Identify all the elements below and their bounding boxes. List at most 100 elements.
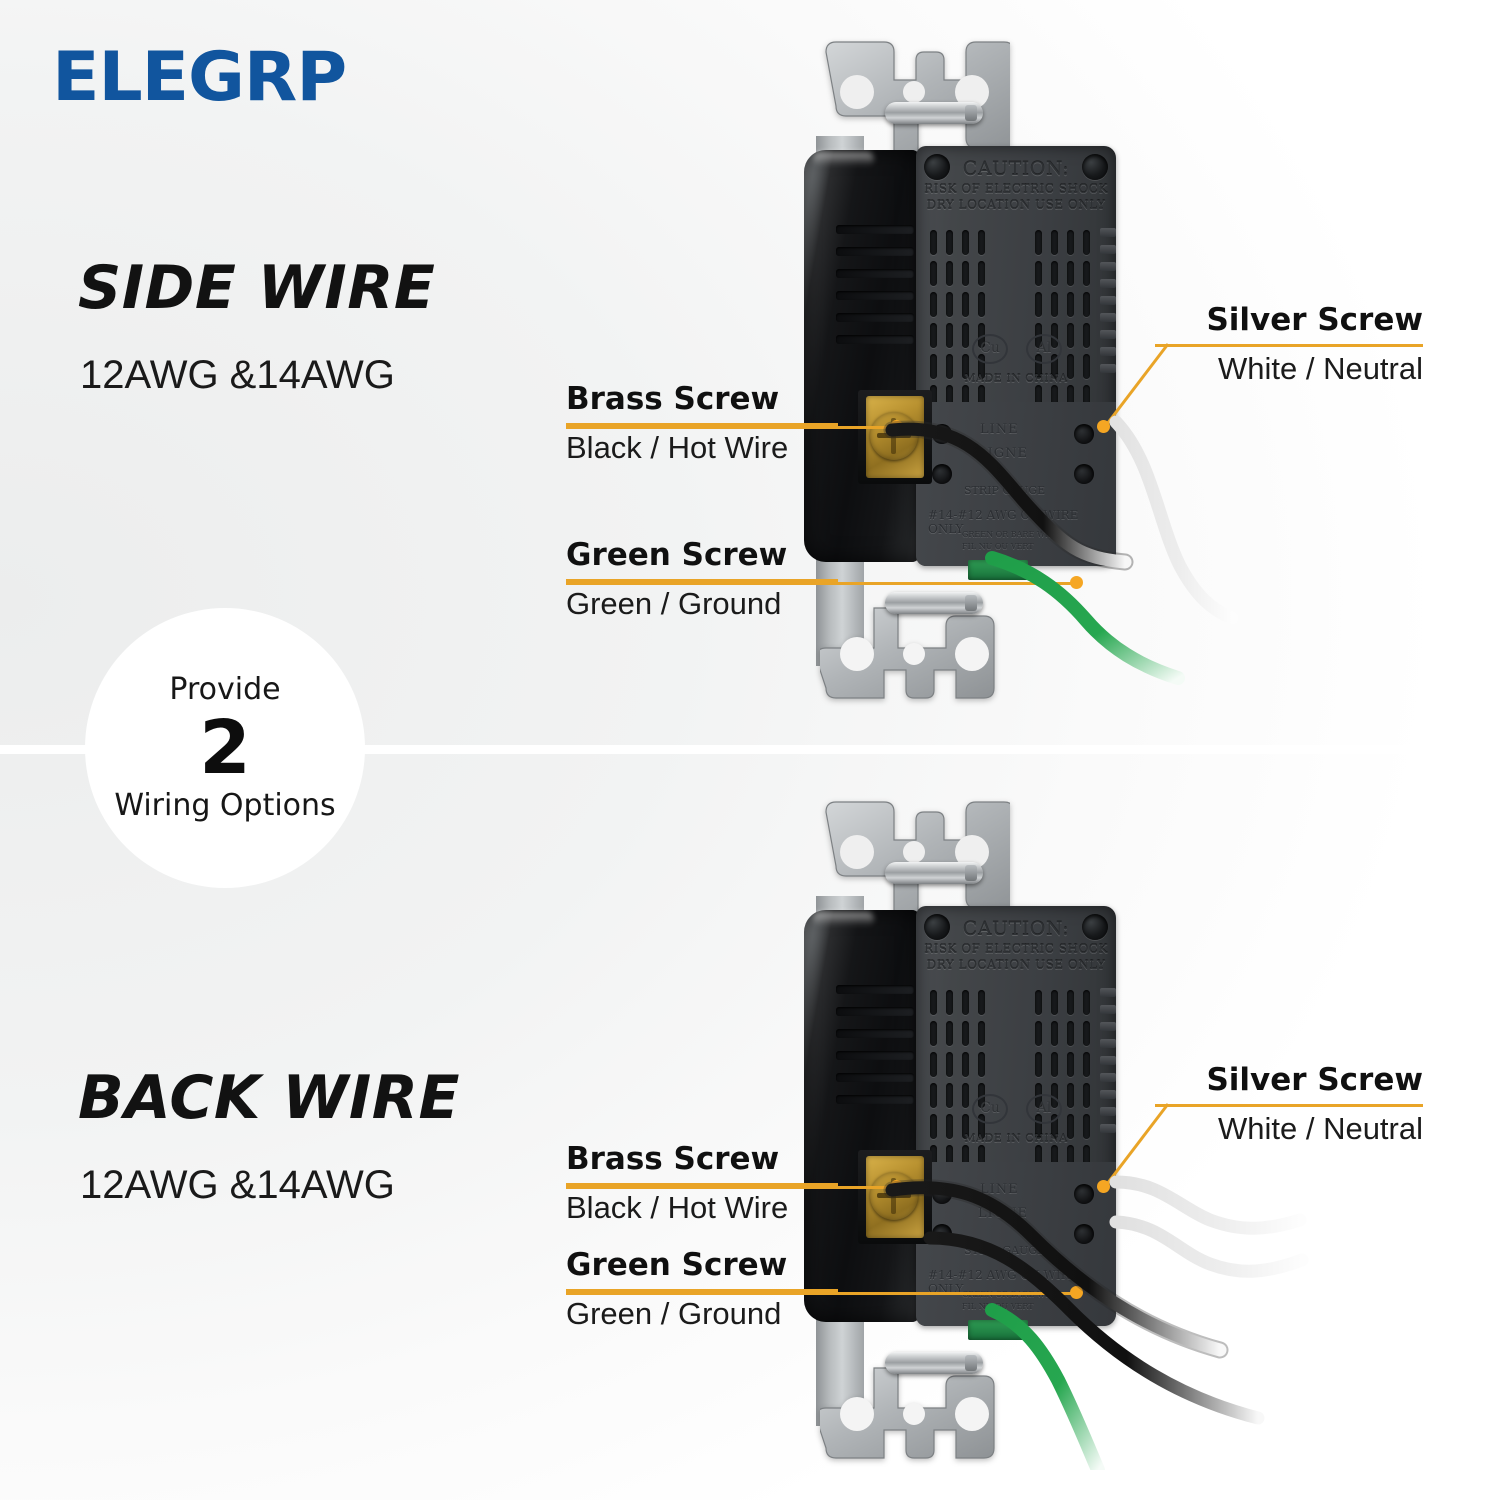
leader-dot-green-back	[1070, 1286, 1083, 1299]
body-fin	[836, 1051, 914, 1060]
mounting-screw-bottom	[885, 1352, 983, 1374]
assembly-screw-hole	[924, 154, 950, 180]
mounting-strap-top	[825, 801, 1010, 915]
body-fin	[836, 985, 914, 994]
green-ground-terminal	[968, 560, 1028, 580]
callout-subtitle: White / Neutral	[1217, 1110, 1423, 1146]
mounting-strap-top	[825, 41, 1010, 155]
line-label-fr: LIGNE	[978, 446, 1029, 461]
assembly-screw-hole	[924, 914, 950, 940]
line-label-fr: LIGNE	[978, 1206, 1029, 1221]
body-fin	[836, 291, 914, 300]
caution-line-2: DRY LOCATION USE ONLY	[926, 198, 1106, 212]
section-title-back-wire: BACK WIRE	[78, 1063, 460, 1133]
section-divider	[0, 745, 1500, 754]
leader-line-silver-back	[1102, 1103, 1170, 1189]
device-body-side	[804, 150, 920, 562]
terminal-marking-plate: LINE LIGNE STRIP GAUGE #14-#12 AWG CU WI…	[916, 1162, 1116, 1326]
callout-rule	[566, 422, 838, 426]
leader-line-silver-side	[1102, 343, 1170, 429]
leader-line-green-back	[566, 1292, 1076, 1295]
caution-line-2: DRY LOCATION USE ONLY	[926, 958, 1106, 972]
vent-grid-left	[930, 990, 985, 1170]
callout-subtitle: Green / Ground	[566, 1295, 782, 1331]
back-wire-hole	[1074, 464, 1094, 484]
leader-dot-brass-back	[890, 1180, 903, 1193]
callout-brass-side: Brass Screw Black / Hot Wire	[566, 382, 838, 465]
caution-heading: CAUTION:	[962, 158, 1070, 180]
callout-silver-back: Silver Screw White / Neutral	[1155, 1063, 1423, 1146]
terminal-marking-plate: LINE LIGNE STRIP GAUGE #14-#12 AWG CU WI…	[916, 402, 1116, 566]
body-fin	[836, 1073, 914, 1082]
ground-label-fr: FIL NU OU VERT	[962, 542, 1034, 551]
back-wire-hole	[932, 1224, 952, 1244]
body-fin	[836, 313, 914, 322]
origin-marking: MADE IN CHINA	[964, 1132, 1068, 1145]
caution-heading: CAUTION:	[962, 918, 1070, 940]
assembly-screw-hole	[1082, 914, 1108, 940]
callout-rule	[566, 1288, 838, 1292]
body-fin	[836, 247, 914, 256]
callout-green-side: Green Screw Green / Ground	[566, 538, 838, 621]
back-wire-hole	[1074, 1184, 1094, 1204]
callout-title: Green Screw	[566, 537, 788, 573]
body-fin	[836, 269, 914, 278]
callout-title: Silver Screw	[1206, 302, 1423, 338]
edge-ridges	[1100, 228, 1116, 373]
back-wire-hole	[932, 1184, 952, 1204]
mounting-strap-bottom	[820, 607, 995, 699]
body-fin	[836, 335, 914, 344]
leader-line-brass-back	[566, 1186, 896, 1189]
brand-logo: ELEGRP	[52, 38, 347, 117]
mounting-screw-top	[885, 862, 983, 884]
back-wire-hole	[932, 464, 952, 484]
leader-dot-silver-side	[1097, 420, 1110, 433]
leader-dot-brass-side	[890, 420, 903, 433]
section-subtitle-side-wire: 12AWG &14AWG	[80, 353, 395, 397]
leader-line-green-side	[566, 582, 1076, 585]
callout-rule	[1155, 1103, 1423, 1107]
green-ground-terminal	[968, 1320, 1028, 1340]
section-subtitle-back-wire: 12AWG &14AWG	[80, 1163, 395, 1207]
callout-subtitle: Black / Hot Wire	[566, 429, 789, 465]
callout-silver-side: Silver Screw White / Neutral	[1155, 303, 1423, 386]
leader-line-brass-side	[566, 426, 896, 429]
body-fin	[836, 1007, 914, 1016]
caution-line-1: RISK OF ELECTRIC SHOCK	[924, 182, 1108, 196]
mounting-screw-bottom	[885, 592, 983, 614]
leader-dot-silver-back	[1097, 1180, 1110, 1193]
material-symbol-cu: Cu	[972, 1094, 1008, 1124]
badge-number: 2	[199, 705, 251, 791]
callout-subtitle: White / Neutral	[1217, 350, 1423, 386]
callout-title: Green Screw	[566, 1247, 788, 1283]
back-wire-hole	[1074, 424, 1094, 444]
callout-subtitle: Black / Hot Wire	[566, 1189, 789, 1225]
material-symbol-al: Al	[1026, 1094, 1062, 1124]
caution-line-1: RISK OF ELECTRIC SHOCK	[924, 942, 1108, 956]
ground-label-en: GREEN OR BARE WIRE	[962, 530, 1061, 539]
mounting-screw-top	[885, 102, 983, 124]
back-wire-hole	[932, 424, 952, 444]
callout-title: Brass Screw	[566, 1141, 780, 1177]
origin-marking: MADE IN CHINA	[964, 372, 1068, 385]
callout-green-back: Green Screw Green / Ground	[566, 1248, 838, 1331]
callout-subtitle: Green / Ground	[566, 585, 782, 621]
callout-title: Brass Screw	[566, 381, 780, 417]
callout-rule	[566, 1182, 838, 1186]
material-symbol-al: Al	[1026, 334, 1062, 364]
device-rear-panel: CAUTION: RISK OF ELECTRIC SHOCK DRY LOCA…	[916, 906, 1116, 1326]
line-label-en: LINE	[980, 422, 1019, 437]
assembly-screw-hole	[1082, 154, 1108, 180]
callout-brass-back: Brass Screw Black / Hot Wire	[566, 1142, 838, 1225]
edge-ridges	[1100, 988, 1116, 1133]
body-fin	[836, 1029, 914, 1038]
badge-bottom-label: Wiring Options	[114, 788, 336, 823]
callout-rule	[1155, 343, 1423, 347]
badge-top-label: Provide	[169, 672, 281, 707]
callout-title: Silver Screw	[1206, 1062, 1423, 1098]
line-label-en: LINE	[980, 1182, 1019, 1197]
leader-dot-green-side	[1070, 576, 1083, 589]
strip-gauge-label: STRIP GAUGE	[964, 484, 1046, 497]
strip-gauge-label: STRIP GAUGE	[964, 1244, 1046, 1257]
